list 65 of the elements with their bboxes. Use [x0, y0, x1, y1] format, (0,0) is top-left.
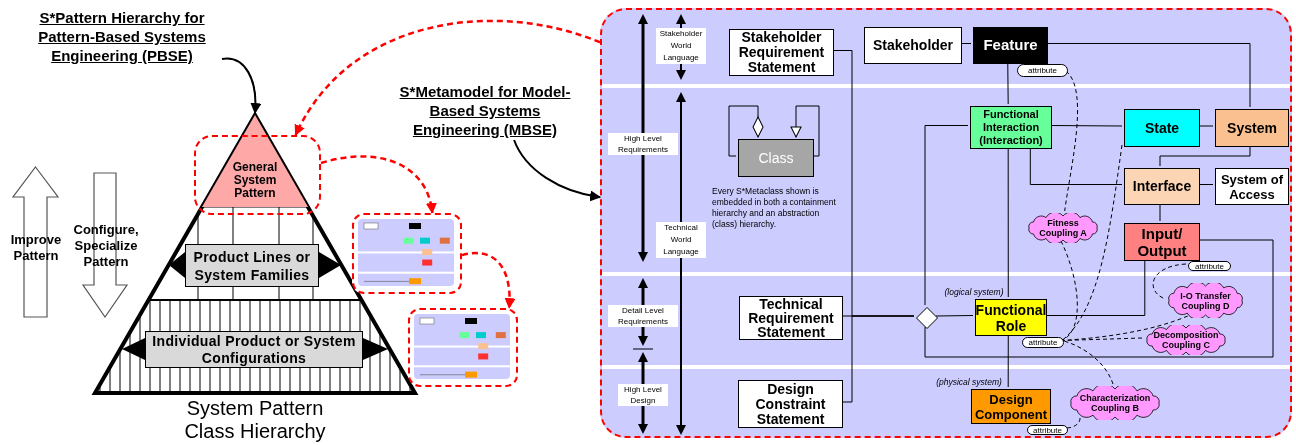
arrow	[221, 57, 261, 115]
note-text: Every S*Metaclass shown is embedded in both a containment hierarchy and an abstraction (class) hierarchy.	[712, 186, 837, 230]
pyramid-tier: General System Pattern	[202, 115, 308, 207]
level-label: High Level Requirements	[608, 133, 678, 155]
tier-label-box: Individual Product or System Configurations	[145, 331, 363, 368]
connector-line	[1197, 125, 1214, 127]
class-box: Functional Interaction (Interaction)	[970, 106, 1052, 149]
dashed-line	[1061, 144, 1123, 341]
class-box: Interface	[1124, 168, 1200, 205]
connector-line	[1049, 125, 1123, 127]
node-label: System Pattern Class Hierarchy	[183, 397, 327, 443]
connector-line	[1197, 184, 1214, 185]
level-label: High Level Design	[618, 384, 668, 406]
connector-line	[924, 239, 1274, 358]
dashed-line	[1061, 340, 1114, 385]
direction-label: Configure, Specialize Pattern	[72, 222, 140, 270]
connector-line	[1029, 146, 1123, 185]
connector-line	[840, 315, 915, 403]
connector-line	[1045, 43, 1251, 108]
level-label: Detail Level Requirements	[608, 305, 678, 327]
dashed-line	[1060, 240, 1078, 341]
coupling-cloud: Characterization Coupling B	[1068, 386, 1162, 420]
dashed-line	[1064, 70, 1078, 212]
dashed-arrow	[461, 252, 516, 310]
connector-line	[1044, 258, 1146, 316]
connector-line	[1159, 144, 1251, 167]
heading: S*Pattern Hierarchy for Pattern-Based Systems Engineering (PBSE)	[22, 8, 222, 68]
dashed-line	[1065, 417, 1081, 429]
requirement-box: Design Constraint Statement	[738, 380, 843, 428]
coupling-cloud: Fitness Coupling A	[1026, 213, 1100, 243]
class-box: Input/ Output	[1124, 223, 1200, 261]
level-label: Technical World Language	[656, 222, 706, 258]
connector-line	[924, 125, 969, 306]
connector-line	[1159, 202, 1161, 222]
connector-line	[1007, 333, 1009, 388]
coupling-cloud: Decomposition Coupling C	[1144, 325, 1228, 355]
level-label: Stakeholder World Language	[656, 28, 706, 64]
coupling-cloud: I-O Transfer Coupling D	[1166, 283, 1245, 318]
node-label: (physical system)	[935, 377, 1003, 388]
panel-background	[600, 8, 1292, 438]
direction-label: Improve Pattern	[9, 232, 63, 264]
class-box: State	[1124, 109, 1200, 147]
arrow	[790, 105, 820, 157]
class-box: Class	[738, 139, 814, 177]
class-box: Design Component	[971, 389, 1051, 424]
arrow	[513, 139, 602, 201]
connector-line	[1007, 146, 1009, 298]
requirement-box: Technical Requirement Statement	[739, 296, 843, 340]
class-box: Functional Role	[975, 299, 1047, 336]
requirement-box: Stakeholder Requirement Statement	[729, 29, 834, 76]
heading: S*Metamodel for Model-Based Systems Engineering (MBSE)	[388, 82, 582, 140]
dashed-line	[1061, 337, 1143, 341]
class-box: Feature	[973, 27, 1048, 64]
connector-line	[935, 315, 974, 317]
connector-line	[959, 43, 972, 44]
class-box: Stakeholder	[864, 27, 962, 64]
connector-line	[1007, 61, 1009, 105]
dashed-arrow	[320, 155, 437, 215]
tier-label-box: Product Lines or System Families	[185, 244, 319, 287]
node-label: (logical system)	[943, 287, 1005, 298]
dashed-line	[1152, 263, 1187, 299]
dashed-arrow	[294, 19, 601, 136]
class-box: System of Access	[1215, 168, 1289, 205]
class-box: System	[1215, 109, 1289, 147]
association-diamond	[916, 307, 938, 329]
